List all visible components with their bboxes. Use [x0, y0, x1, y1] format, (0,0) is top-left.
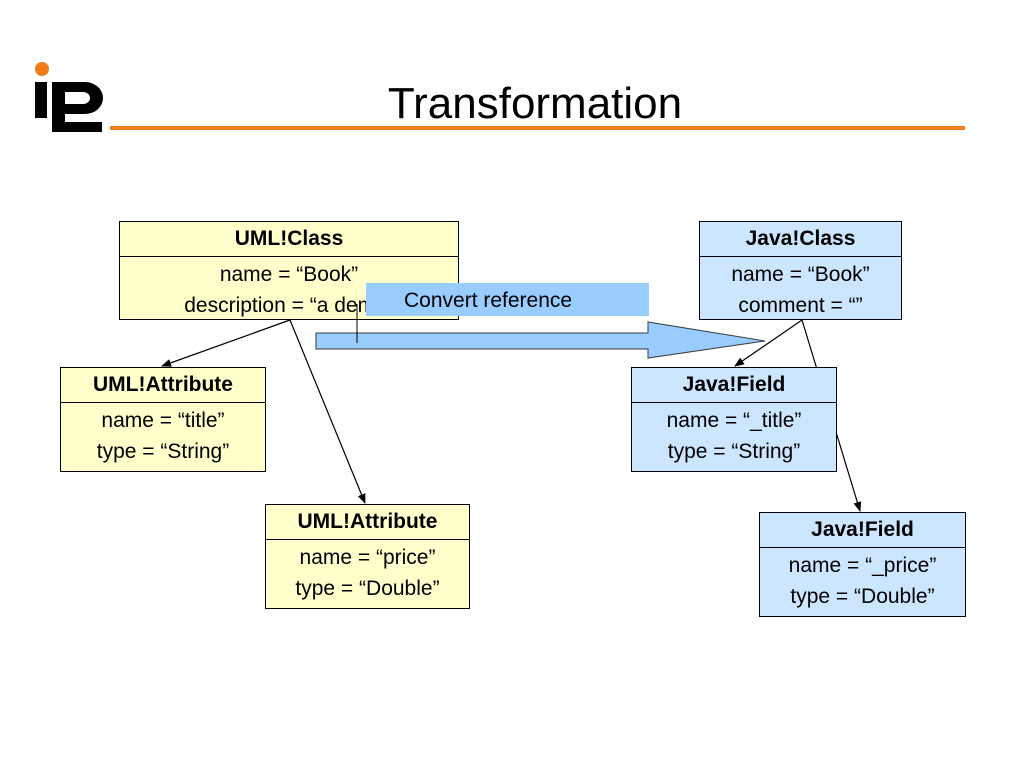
uml-attribute-title-name: name = “title”	[101, 409, 225, 432]
uml-attribute-title-header: UML!Attribute	[61, 368, 265, 403]
ipl-logo-icon	[35, 62, 103, 132]
java-field-price-name: name = “_price”	[788, 554, 937, 577]
transform-arrow	[315, 321, 766, 359]
java-field-price-box: Java!Field name = “_price” type = “Doubl…	[759, 512, 966, 617]
uml-attribute-price-name: name = “price”	[299, 546, 436, 569]
java-field-title-header: Java!Field	[632, 368, 836, 403]
uml-attribute-title-type: type = “String”	[96, 440, 230, 463]
java-field-title-box: Java!Field name = “_title” type = “Strin…	[631, 367, 837, 472]
uml-attribute-title-box: UML!Attribute name = “title” type = “Str…	[60, 367, 266, 472]
uml-attribute-price-box: UML!Attribute name = “price” type = “Dou…	[265, 504, 470, 609]
connector-java-class-to-title	[734, 319, 803, 367]
uml-attribute-price-header: UML!Attribute	[266, 505, 469, 540]
java-class-box: Java!Class name = “Book” comment = “”	[699, 221, 902, 320]
java-class-header: Java!Class	[700, 222, 901, 257]
java-field-title-type: type = “String”	[667, 440, 801, 463]
connector-uml-class-to-price	[289, 319, 366, 504]
uml-class-description: description = “a demo”	[184, 294, 394, 317]
uml-class-header: UML!Class	[120, 222, 458, 257]
convert-reference-text: Convert reference	[404, 289, 573, 312]
uml-attribute-price-type: type = “Double”	[295, 577, 440, 600]
title-rule	[110, 126, 965, 130]
connector-uml-class-to-title	[161, 319, 291, 367]
uml-class-name: name = “Book”	[219, 263, 359, 286]
java-field-price-header: Java!Field	[760, 513, 965, 548]
java-class-name: name = “Book”	[731, 263, 870, 286]
java-field-price-type: type = “Double”	[790, 585, 935, 608]
slide-title: Transformation	[387, 79, 683, 128]
convert-reference-label: Convert reference	[366, 283, 649, 316]
java-class-comment: comment = “”	[738, 294, 863, 317]
java-field-title-name: name = “_title”	[666, 409, 802, 432]
